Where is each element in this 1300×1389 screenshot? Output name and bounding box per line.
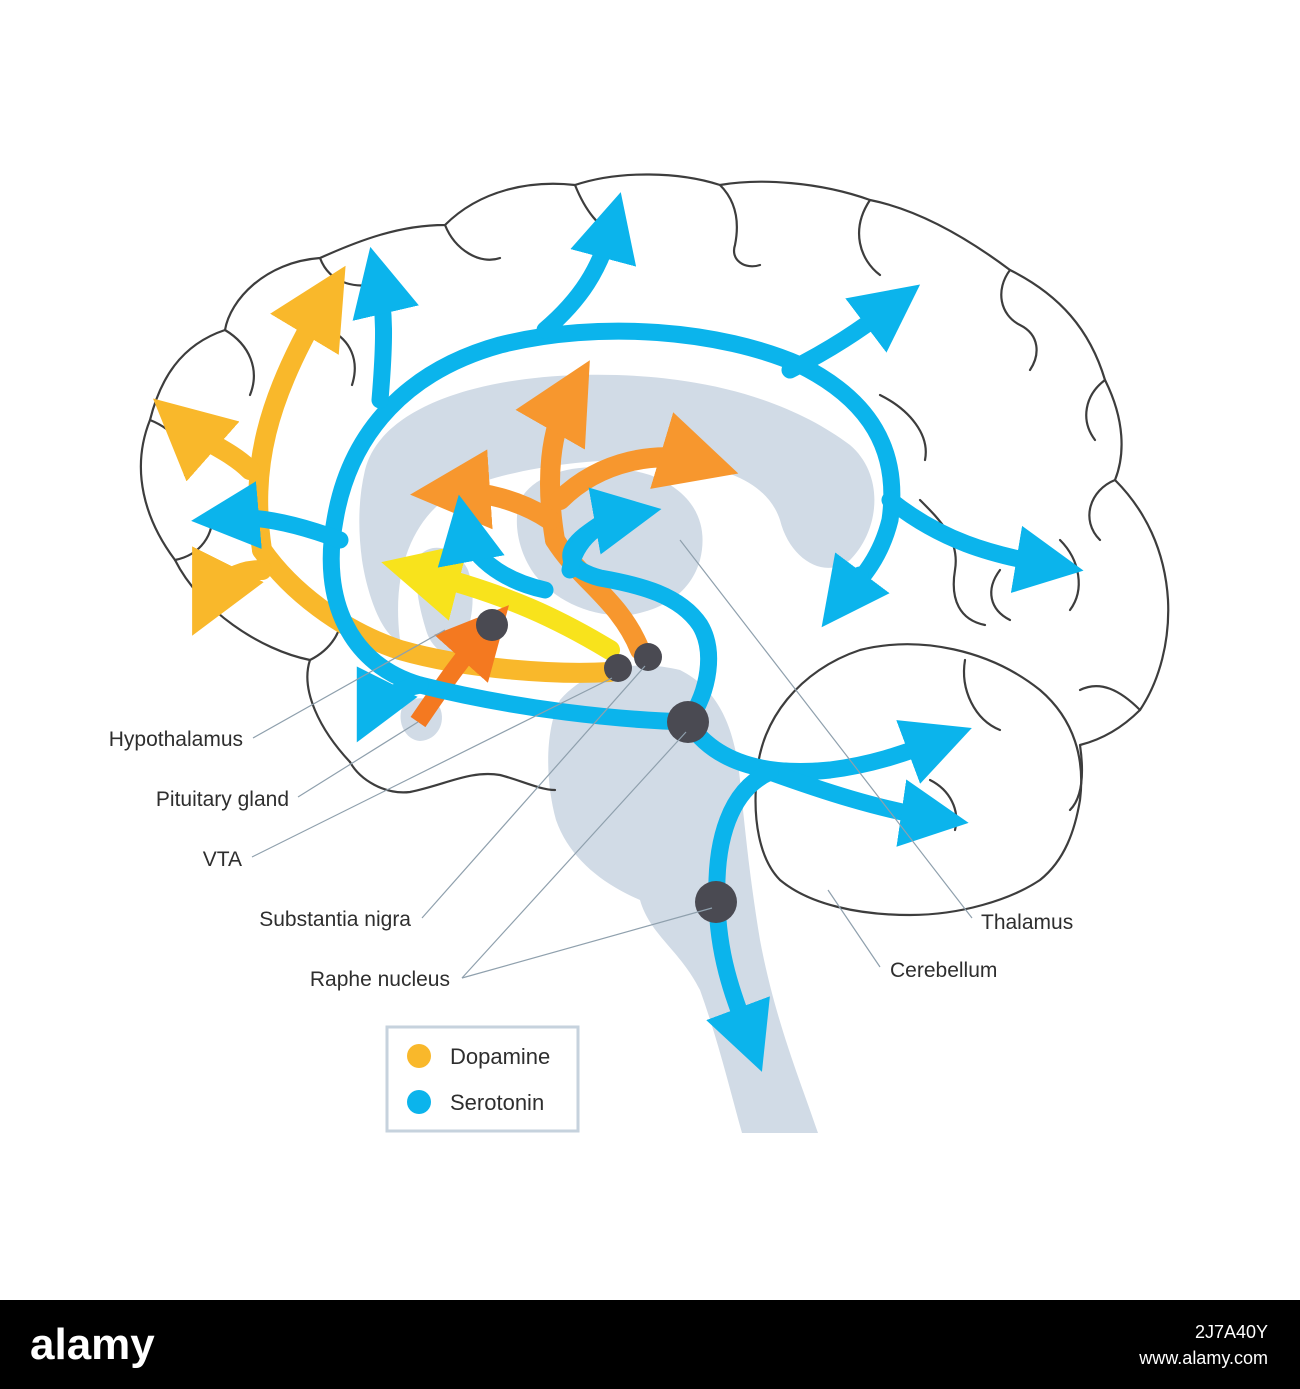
leader-cerebellum [827, 889, 881, 968]
structure-labels: Hypothalamus Pituitary gland VTA Substan… [109, 728, 1073, 991]
watermark-url: www.alamy.com [1138, 1348, 1268, 1368]
leader-raphe-upper [461, 731, 687, 979]
serotonin-upper-left [352, 246, 419, 409]
sulcus [878, 393, 927, 462]
leader-substantia-nigra [421, 665, 646, 919]
leader-vta [251, 677, 613, 858]
serotonin-end-down [821, 552, 890, 628]
sulcus [962, 658, 1002, 732]
serotonin-inner-right [561, 487, 662, 579]
stock-watermark: alamy 2J7A40Y www.alamy.com [30, 1320, 1268, 1369]
sulcus [918, 498, 987, 627]
label-thalamus: Thalamus [981, 911, 1073, 934]
dopamine-branch-left [152, 398, 260, 482]
serotonin-upper-mid [536, 192, 637, 339]
leader-thalamus [679, 539, 973, 919]
sulcus [173, 508, 214, 562]
legend-serotonin-label: Serotonin [450, 1090, 544, 1115]
sulcus [1085, 378, 1107, 442]
label-vta: VTA [203, 848, 242, 871]
hypothalamus-nucleus [476, 609, 508, 641]
legend-dopamine-label: Dopamine [450, 1044, 550, 1069]
corpus-callosum-shape [359, 374, 875, 640]
label-pituitary-gland: Pituitary gland [156, 788, 289, 811]
serotonin-cerebellar-low [761, 763, 969, 847]
legend: Dopamine Serotonin [385, 1025, 580, 1133]
sulcus [328, 328, 356, 387]
orange-branch-right [550, 412, 739, 510]
serotonin-lower-left [356, 666, 429, 743]
cerebellum-outline [754, 643, 1083, 917]
sulcus [1088, 478, 1117, 542]
sulcus [1058, 538, 1080, 612]
legend-dopamine-swatch [407, 1044, 431, 1068]
serotonin-cerebellar-main [679, 713, 972, 784]
serotonin-pathways [191, 192, 1084, 1072]
raphe-nucleus-upper [667, 701, 709, 743]
inner-structures [359, 374, 875, 1133]
label-substantia-nigra: Substantia nigra [259, 908, 411, 931]
raphe-nucleus-lower [695, 881, 737, 923]
dopamine-branch-down [192, 546, 272, 636]
vta-nucleus [604, 654, 632, 682]
cerebrum-outline [139, 173, 1170, 812]
brain-pathways-diagram: Hypothalamus Pituitary gland VTA Substan… [109, 173, 1170, 1133]
watermark-image-id: 2J7A40Y [1195, 1322, 1268, 1342]
serotonin-posterior [881, 491, 1084, 593]
leader-hypothalamus [252, 629, 446, 739]
sulcus [858, 198, 882, 277]
dopamine-dark-pathway [410, 605, 509, 728]
sulcus [223, 328, 255, 397]
dopamine-main-tract [252, 540, 620, 683]
watermark-logo: alamy [30, 1320, 155, 1369]
legend-serotonin-swatch [407, 1090, 431, 1114]
label-raphe-nucleus: Raphe nucleus [310, 968, 450, 991]
leader-pituitary [297, 721, 419, 798]
serotonin-front-left [191, 481, 349, 549]
stock-footer-bar [0, 1300, 1300, 1389]
sulcus [443, 223, 502, 261]
legend-box [385, 1025, 580, 1133]
label-cerebellum: Cerebellum [890, 959, 997, 982]
nuclei [476, 609, 737, 923]
substantia-nigra-nucleus [634, 643, 662, 671]
dopamine-yellow-pathway [381, 543, 620, 660]
serotonin-upper-right [781, 284, 921, 379]
leader-raphe-lower [461, 907, 713, 979]
sulcus [1000, 268, 1038, 372]
sulcus [990, 568, 1012, 622]
label-hypothalamus: Hypothalamus [109, 728, 243, 751]
temporal-lobe-outline [348, 760, 557, 794]
leader-lines [251, 539, 973, 979]
sulcus [718, 183, 762, 268]
serotonin-inner-left [437, 494, 554, 599]
sulcus [1078, 685, 1142, 712]
